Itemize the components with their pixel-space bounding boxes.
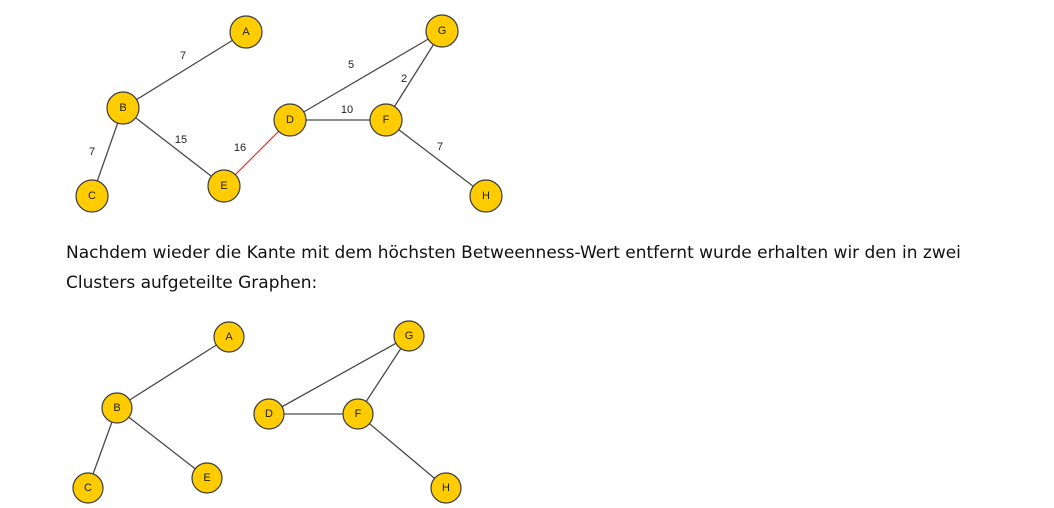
- after-node-label-f: F: [355, 408, 362, 420]
- after-node-circle-e: [191, 462, 223, 494]
- after-edge-d-g: [268, 335, 410, 415]
- before-node-circle-a: [229, 15, 263, 49]
- after-node-label-b: B: [113, 402, 120, 414]
- before-node-label-d: D: [286, 114, 294, 126]
- before-node-circle-h: [469, 179, 503, 213]
- after-node-circle-h: [430, 472, 462, 504]
- before-node-label-b: B: [119, 102, 126, 114]
- before-edge-f-g: [385, 30, 443, 121]
- after-node-circle-d: [253, 398, 285, 430]
- after-node-h: H: [430, 472, 462, 504]
- before-weight-label-f-g: 2: [401, 73, 407, 85]
- before-node-circle-f: [369, 103, 403, 137]
- before-node-label-c: C: [88, 190, 96, 202]
- before-node-f: F: [369, 103, 403, 137]
- before-node-h: H: [469, 179, 503, 213]
- before-node-label-e: E: [220, 180, 227, 192]
- before-weight-label-f-h: 7: [437, 141, 443, 153]
- before-node-label-g: G: [438, 25, 447, 37]
- after-node-circle-g: [393, 320, 425, 352]
- after-edge-f-h: [357, 413, 447, 489]
- before-node-circle-b: [106, 91, 140, 125]
- before-edge-d-g: [289, 30, 443, 121]
- after-node-e: E: [191, 462, 223, 494]
- after-node-label-g: G: [405, 330, 414, 342]
- after-node-label-d: D: [265, 408, 273, 420]
- after-node-label-h: H: [442, 482, 450, 494]
- after-node-f: F: [342, 398, 374, 430]
- before-edge-b-a: [122, 31, 247, 109]
- before-node-circle-c: [75, 179, 109, 213]
- before-node-a: A: [229, 15, 263, 49]
- before-node-label-a: A: [242, 26, 250, 38]
- graph-before-removal: 7 7 15 16 5 10 2 7 A B C D E F G H: [75, 14, 503, 213]
- after-node-label-a: A: [225, 331, 233, 343]
- after-edge-b-e: [116, 407, 208, 479]
- before-node-circle-e: [207, 169, 241, 203]
- after-node-circle-c: [72, 472, 104, 504]
- before-node-label-h: H: [482, 190, 490, 202]
- after-node-c: C: [72, 472, 104, 504]
- before-edge-b-e: [122, 107, 225, 187]
- before-node-b: B: [106, 91, 140, 125]
- before-node-c: C: [75, 179, 109, 213]
- before-weight-label-b-e: 15: [175, 134, 187, 146]
- after-node-g: G: [393, 320, 425, 352]
- after-node-a: A: [213, 321, 245, 353]
- before-weight-label-b-a: 7: [180, 50, 186, 62]
- before-weight-label-e-d: 16: [234, 142, 246, 154]
- after-node-circle-a: [213, 321, 245, 353]
- after-node-label-e: E: [203, 472, 210, 484]
- before-node-d: D: [273, 103, 307, 137]
- before-node-label-f: F: [383, 114, 390, 126]
- before-node-circle-g: [425, 14, 459, 48]
- after-node-d: D: [253, 398, 285, 430]
- after-node-circle-b: [101, 392, 133, 424]
- after-node-label-c: C: [84, 482, 92, 494]
- after-node-circle-f: [342, 398, 374, 430]
- before-weight-label-d-f: 10: [341, 104, 353, 116]
- before-node-e: E: [207, 169, 241, 203]
- before-weight-label-d-g: 5: [348, 59, 354, 71]
- after-edge-b-a: [116, 336, 230, 409]
- after-node-b: B: [101, 392, 133, 424]
- before-edge-f-h: [385, 119, 487, 197]
- graph-two-clusters: A B C D E F G H: [72, 320, 462, 504]
- explanation-paragraph: Nachdem wieder die Kante mit dem höchste…: [66, 243, 961, 293]
- before-node-g: G: [425, 14, 459, 48]
- before-weight-label-b-c: 7: [89, 146, 95, 158]
- before-node-circle-d: [273, 103, 307, 137]
